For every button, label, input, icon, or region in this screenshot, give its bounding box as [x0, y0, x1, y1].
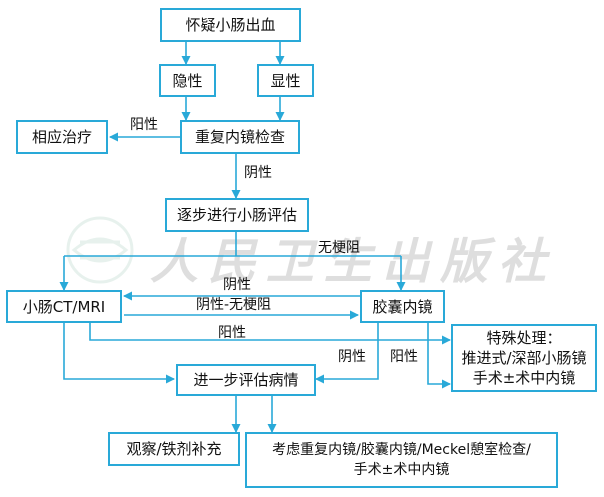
- node-capsule-label: 胶囊内镜: [372, 297, 433, 316]
- node-stepwise-label: 逐步进行小肠评估: [176, 206, 297, 224]
- node-observe: 观察/铁剂补充: [108, 432, 240, 466]
- edge-capsule-special: [427, 322, 451, 389]
- node-repeat-endoscopy: 重复内镜检查: [180, 120, 300, 154]
- node-special-line1: 特殊处理：: [486, 329, 562, 347]
- node-consider-line2: 手术±术中内镜: [353, 462, 450, 478]
- node-overt: 显性: [257, 64, 314, 97]
- label-negative-back: 阴性: [223, 277, 251, 293]
- label-no-obstruction: 无梗阻: [318, 240, 360, 256]
- node-consider: 考虑重复内镜/胶囊内镜/Meckel憩室检查/ 手术±术中内镜: [245, 432, 558, 488]
- label-negative-stepwise: 阴性: [244, 165, 272, 181]
- node-special-line2: 推进式/深部小肠镜: [461, 349, 587, 367]
- watermark-text: 人民卫生出版社: [150, 234, 557, 290]
- edge-ct-special: [89, 322, 451, 345]
- node-consider-line1: 考虑重复内镜/胶囊内镜/Meckel憩室检查/: [272, 442, 531, 458]
- node-further-label: 进一步评估病情: [193, 371, 299, 389]
- node-ct-mri-label: 小肠CT/MRI: [22, 297, 106, 316]
- node-occult: 隐性: [159, 64, 216, 97]
- label-negative-further: 阴性: [338, 349, 366, 365]
- edge-capsule-further: [315, 322, 379, 384]
- node-suspect: 怀疑小肠出血: [160, 8, 301, 42]
- node-suspect-label: 怀疑小肠出血: [185, 16, 276, 34]
- node-stepwise: 逐步进行小肠评估: [165, 198, 309, 232]
- label-positive-treatment: 阳性: [130, 117, 158, 133]
- label-positive-special: 阳性: [218, 325, 246, 341]
- watermark-logo: [66, 216, 134, 284]
- node-special: 特殊处理： 推进式/深部小肠镜 手术±术中内镜: [451, 324, 597, 392]
- node-capsule: 胶囊内镜: [360, 290, 445, 323]
- node-treatment: 相应治疗: [16, 120, 108, 154]
- watermark-emblem-icon: [66, 216, 134, 284]
- edge-ct-further: [63, 322, 175, 384]
- node-special-line3: 手术±术中内镜: [472, 369, 576, 387]
- label-negative-no-obstruction: 阴性-无梗阻: [196, 297, 272, 313]
- node-observe-label: 观察/铁剂补充: [126, 440, 222, 458]
- node-repeat-endoscopy-label: 重复内镜检查: [194, 128, 285, 146]
- node-treatment-label: 相应治疗: [31, 128, 92, 146]
- node-further: 进一步评估病情: [176, 364, 316, 396]
- node-ct-mri: 小肠CT/MRI: [6, 290, 122, 323]
- node-overt-label: 显性: [270, 71, 301, 90]
- label-positive-capsule-special: 阳性: [390, 349, 418, 365]
- node-occult-label: 隐性: [172, 71, 203, 90]
